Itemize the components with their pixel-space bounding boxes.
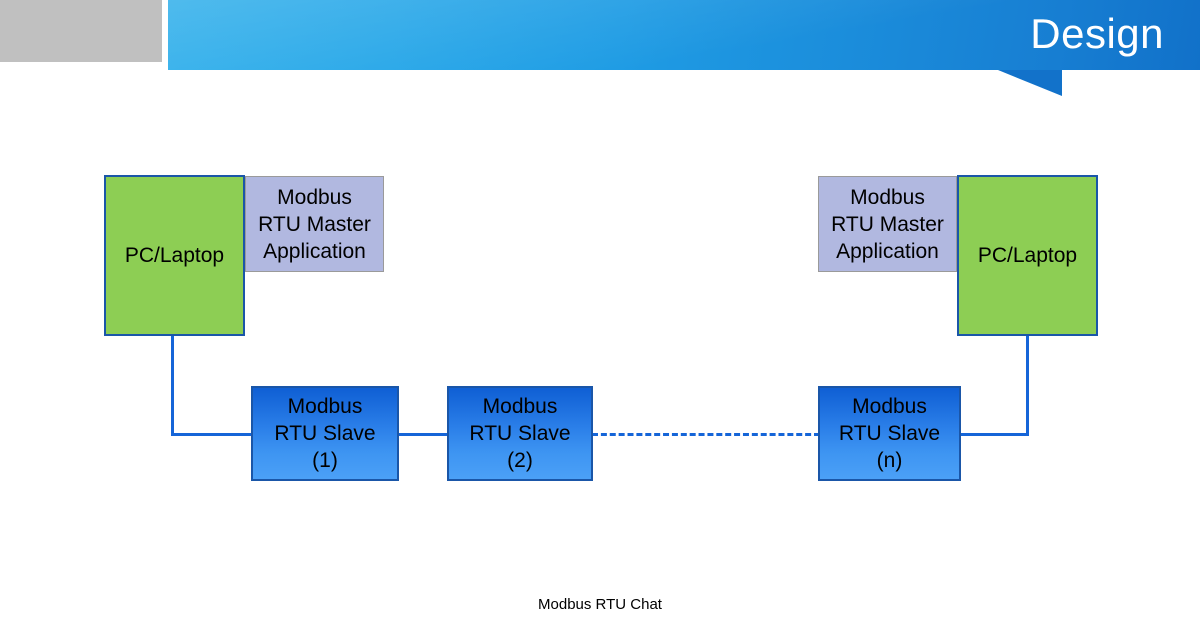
node-master-application-right: Modbus RTU Master Application: [818, 176, 957, 272]
node-label-line-1: Modbus: [277, 185, 352, 209]
node-rtu-slave-2: Modbus RTU Slave (2): [447, 386, 593, 481]
node-label-line-3: (1): [312, 449, 338, 472]
connector-slave2-slaven-dashed: [592, 433, 820, 436]
connector-left-vertical: [171, 336, 174, 435]
node-rtu-slave-1: Modbus RTU Slave (1): [251, 386, 399, 481]
node-label-line-1: Modbus: [852, 395, 927, 418]
node-master-application-left: Modbus RTU Master Application: [245, 176, 384, 272]
node-label-line-1: Modbus: [287, 395, 363, 418]
slide-caption: Modbus RTU Chat: [538, 596, 662, 613]
node-label-line-2: RTU Slave: [469, 422, 571, 445]
connector-left-horizontal: [171, 433, 254, 436]
node-label-line-2: RTU Slave: [838, 422, 941, 445]
connector-slave1-slave2: [397, 433, 449, 436]
node-label: PC/Laptop: [977, 244, 1078, 267]
node-pc-laptop-right: PC/Laptop: [957, 175, 1098, 336]
page-title: Design: [1030, 10, 1164, 57]
node-label: PC/Laptop: [124, 244, 225, 267]
node-label-line-3: Application: [263, 239, 366, 263]
node-label-line-1: Modbus: [482, 395, 558, 418]
node-label-line-1: Modbus: [850, 185, 925, 209]
header-gray-block: [0, 0, 162, 62]
node-label-line-3: (2): [507, 449, 533, 472]
node-label-line-3: Application: [836, 239, 939, 263]
connector-right-horizontal: [959, 433, 1029, 436]
node-label-line-2: RTU Slave: [274, 422, 376, 445]
connector-right-vertical: [1026, 336, 1029, 435]
node-label-line-2: RTU Master: [258, 212, 371, 236]
node-pc-laptop-left: PC/Laptop: [104, 175, 245, 336]
node-rtu-slave-n: Modbus RTU Slave (n): [818, 386, 961, 481]
header-blue-band: [168, 0, 1200, 70]
header-band-tail: [998, 70, 1062, 96]
node-label-line-3: (n): [876, 449, 903, 472]
node-label-line-2: RTU Master: [831, 212, 944, 236]
